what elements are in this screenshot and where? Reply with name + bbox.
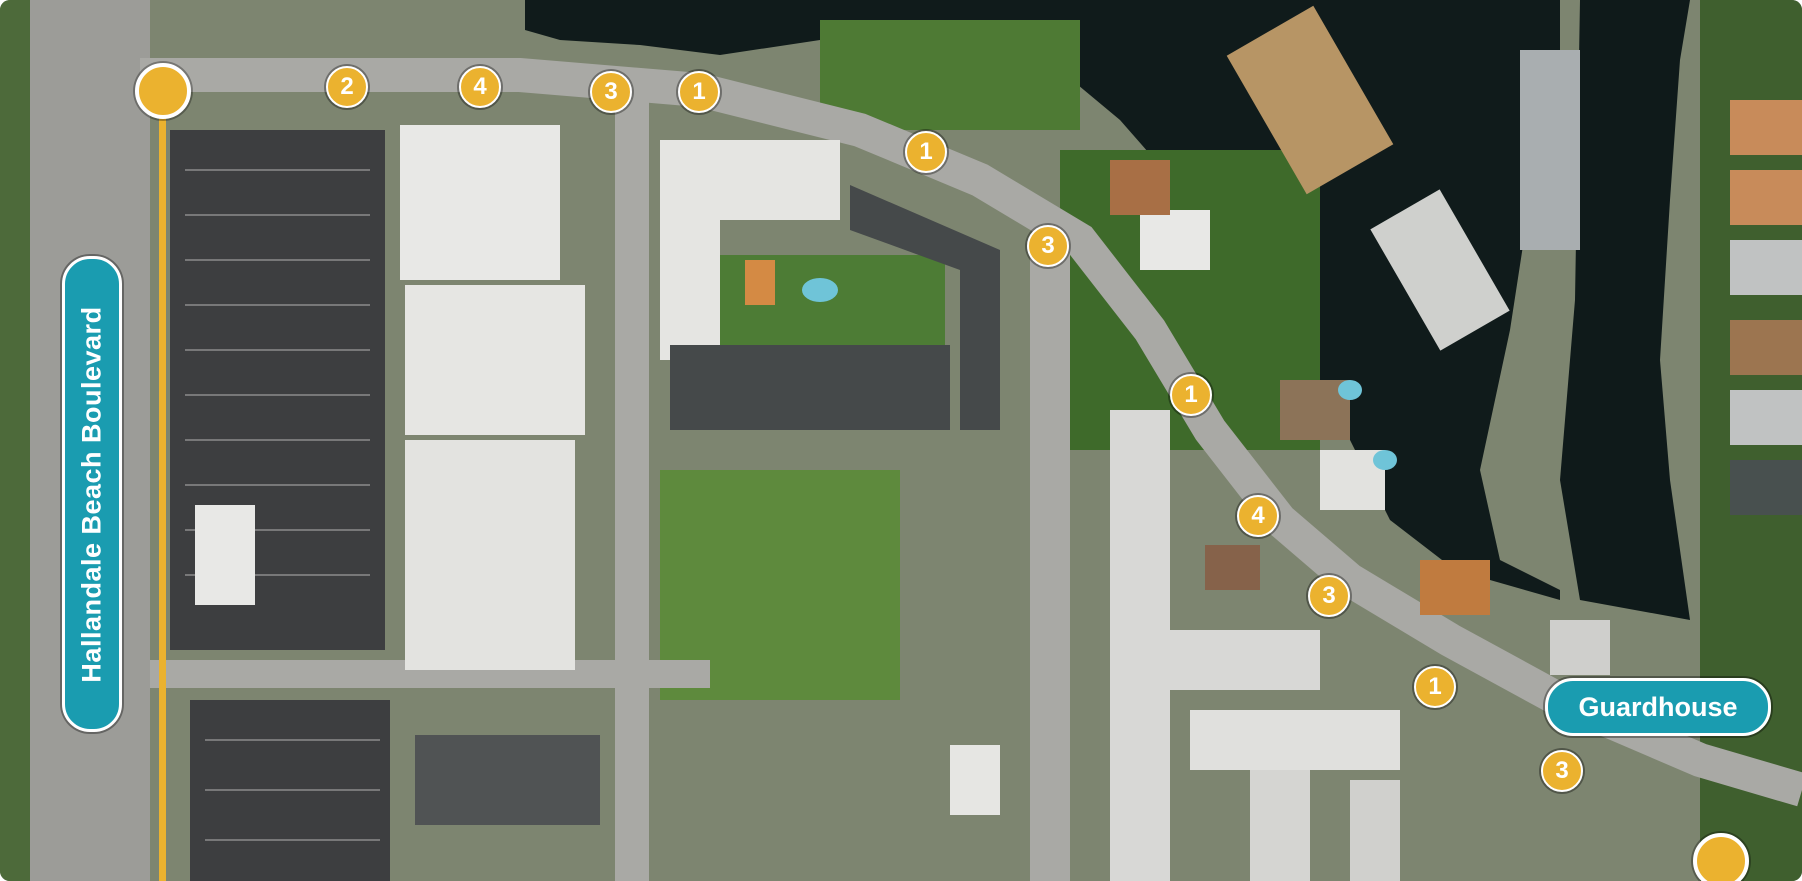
route-start-point[interactable] [135,63,191,119]
building-roof [400,125,560,280]
route-line [159,95,166,881]
canal-water-right [1560,0,1690,620]
map-marker[interactable]: 1 [678,71,720,113]
street-label-text: Hallandale Beach Boulevard [76,305,107,683]
map-marker[interactable]: 1 [905,131,947,173]
map-marker[interactable]: 1 [1170,374,1212,416]
street-label-hallandale-beach-boulevard: Hallandale Beach Boulevard [62,256,122,732]
route-end-point[interactable] [1693,833,1749,881]
map-marker[interactable]: 3 [1541,750,1583,792]
map-marker[interactable]: 3 [1027,225,1069,267]
map-marker[interactable]: 4 [1237,495,1279,537]
map-marker[interactable]: 3 [590,71,632,113]
map-marker[interactable]: 4 [459,66,501,108]
map-marker[interactable]: 1 [1414,666,1456,708]
map-marker[interactable]: 2 [326,66,368,108]
map-marker[interactable]: 3 [1308,575,1350,617]
place-label-guardhouse: Guardhouse [1545,678,1771,736]
lawn [820,20,1080,130]
